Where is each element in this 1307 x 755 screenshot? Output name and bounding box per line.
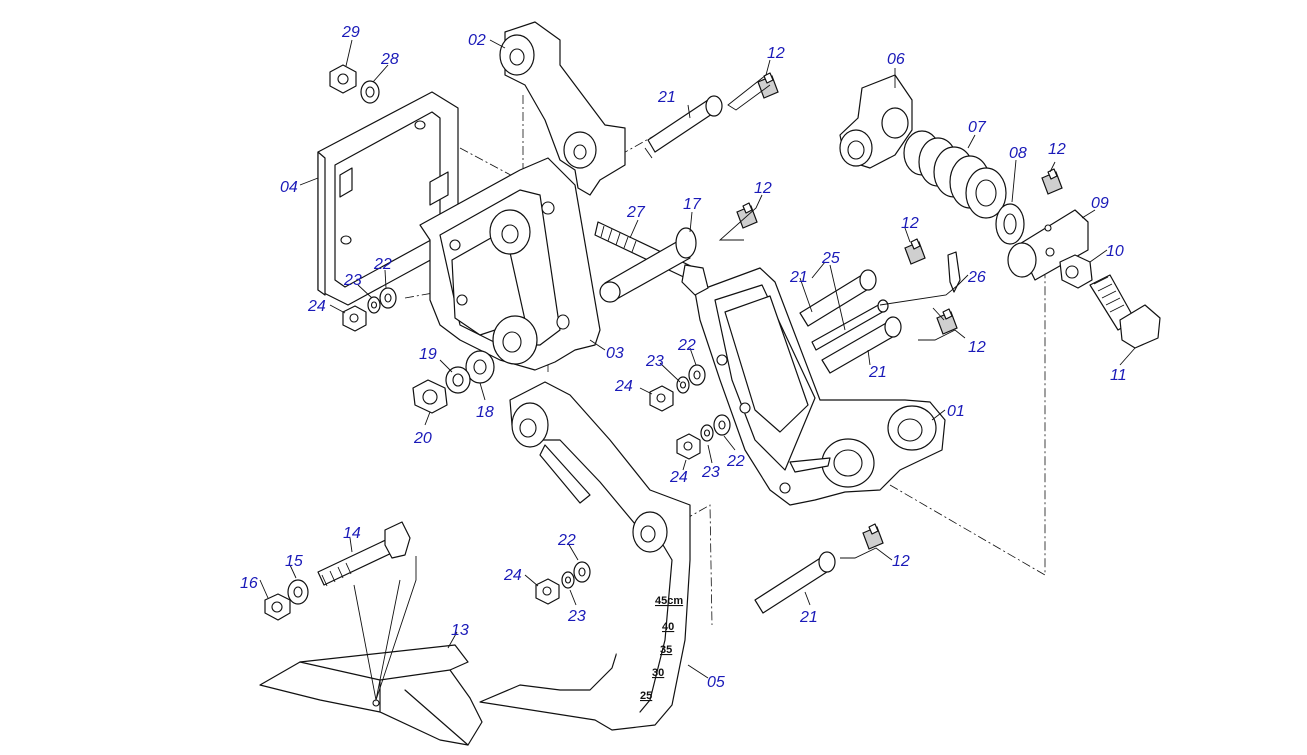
callout-05: 05 <box>707 674 725 691</box>
callout-21-b: 21 <box>789 269 808 286</box>
part-21-pin-upper <box>644 95 723 159</box>
callout-02: 02 <box>468 32 486 49</box>
callout-14: 14 <box>343 525 361 542</box>
part-21-pin-mid <box>799 269 877 327</box>
scale-mark-40: 40 <box>662 621 674 633</box>
callout-23-b: 23 <box>645 353 664 370</box>
callout-21-a: 21 <box>657 89 676 106</box>
part-21-pin-right <box>821 316 902 374</box>
part-06-spring-seat <box>839 74 913 169</box>
callout-12-d: 12 <box>901 215 919 232</box>
callout-21-c: 21 <box>868 364 887 381</box>
callout-24-d: 24 <box>503 567 522 584</box>
part-04-mounting-plate <box>317 91 459 306</box>
callout-23-d: 23 <box>567 608 586 625</box>
scale-mark-35: 35 <box>660 644 672 656</box>
part-17-bushing <box>599 227 697 303</box>
callout-12-c: 12 <box>1048 141 1066 158</box>
part-11-bolt <box>1089 274 1161 349</box>
callout-12-b: 12 <box>754 180 772 197</box>
part-15-washer <box>287 579 309 605</box>
callout-12-a: 12 <box>767 45 785 62</box>
grease-nipple-1 <box>757 72 779 99</box>
scale-mark-25: 25 <box>640 690 652 702</box>
hardware-set-upper-link <box>649 364 706 412</box>
callout-labels: 29 28 02 04 22 23 24 03 19 18 20 27 17 2… <box>240 24 1127 691</box>
grease-nipple-6 <box>862 523 884 550</box>
part-09-spring-rod <box>1007 209 1089 281</box>
callout-11: 11 <box>1110 367 1127 384</box>
callout-22-d: 22 <box>557 532 576 549</box>
part-03-main-bracket <box>419 157 601 371</box>
callout-26: 26 <box>967 269 986 286</box>
part-05-shank: 45cm 40 35 30 25 <box>479 381 691 731</box>
grease-nipple-3 <box>904 238 926 265</box>
grease-nipple-5 <box>1041 168 1063 195</box>
callout-03: 03 <box>606 345 624 362</box>
callout-18: 18 <box>476 404 494 421</box>
scale-mark-30: 30 <box>652 667 664 679</box>
callout-24-a: 24 <box>307 298 326 315</box>
callout-16: 16 <box>240 575 258 592</box>
part-08-spring-washer <box>995 203 1025 245</box>
callout-10: 10 <box>1106 243 1124 260</box>
callout-29: 29 <box>341 24 360 41</box>
part-10-nut <box>1059 254 1093 289</box>
callout-22-c: 22 <box>726 453 745 470</box>
callout-17: 17 <box>683 196 702 213</box>
part-14-share-bolt <box>317 521 411 587</box>
part-19-washer <box>445 366 471 394</box>
hardware-set-lower-link <box>676 414 731 460</box>
callout-06: 06 <box>887 51 905 68</box>
callout-25: 25 <box>821 250 840 267</box>
hardware-set-shank <box>535 561 591 605</box>
callout-21-d: 21 <box>799 609 818 626</box>
part-29-nut <box>329 64 357 94</box>
part-21-pin-lower <box>754 551 836 614</box>
callout-04: 04 <box>280 179 298 196</box>
callout-28: 28 <box>380 51 399 68</box>
callout-27: 27 <box>626 204 646 221</box>
callout-13: 13 <box>451 622 469 639</box>
callout-20: 20 <box>413 430 432 447</box>
leader-lines <box>259 39 1136 702</box>
callout-23-a: 23 <box>343 272 362 289</box>
part-01-lower-link <box>694 267 946 506</box>
part-13-share-point <box>259 644 483 746</box>
callout-12-f: 12 <box>892 553 910 570</box>
scale-mark-45: 45cm <box>655 595 683 607</box>
part-26-cotter-pin <box>947 251 961 293</box>
callout-01: 01 <box>947 403 965 420</box>
part-18-washer <box>465 350 495 384</box>
callout-24-c: 24 <box>669 469 688 486</box>
callout-19: 19 <box>419 346 437 363</box>
callout-12-e: 12 <box>968 339 986 356</box>
callout-08: 08 <box>1009 145 1027 162</box>
callout-22-b: 22 <box>677 337 696 354</box>
callout-15: 15 <box>285 553 303 570</box>
part-28-washer <box>360 80 380 104</box>
part-16-nut <box>264 593 291 621</box>
part-02-top-link <box>499 21 626 196</box>
callout-09: 09 <box>1091 195 1109 212</box>
part-07-spring <box>903 130 1007 219</box>
hardware-set-bracket <box>342 287 397 332</box>
callout-22-a: 22 <box>373 256 392 273</box>
part-25-long-pin <box>811 299 889 351</box>
callout-07: 07 <box>968 119 987 136</box>
part-20-nut <box>412 379 448 414</box>
callout-24-b: 24 <box>614 378 633 395</box>
callout-23-c: 23 <box>701 464 720 481</box>
